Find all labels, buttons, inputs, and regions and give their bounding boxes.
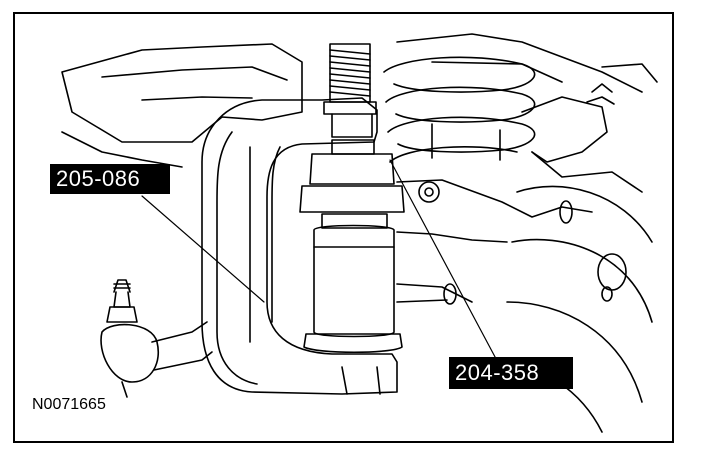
coil-spring (383, 56, 536, 163)
figure-id-label: N0071665 (32, 396, 106, 413)
knuckle-background (61, 33, 658, 168)
receiver-cup (299, 139, 405, 354)
control-arm (396, 179, 593, 305)
forcing-screw (323, 43, 377, 138)
tool-callout-204-358: 204-358 (449, 357, 573, 389)
illustration-frame (13, 12, 674, 443)
leader-lines (141, 159, 503, 371)
tool-callout-205-086: 205-086 (50, 164, 170, 194)
ball-joint-press-illustration (61, 33, 658, 433)
tie-rod-end (100, 279, 213, 398)
c-frame-press (201, 97, 398, 395)
